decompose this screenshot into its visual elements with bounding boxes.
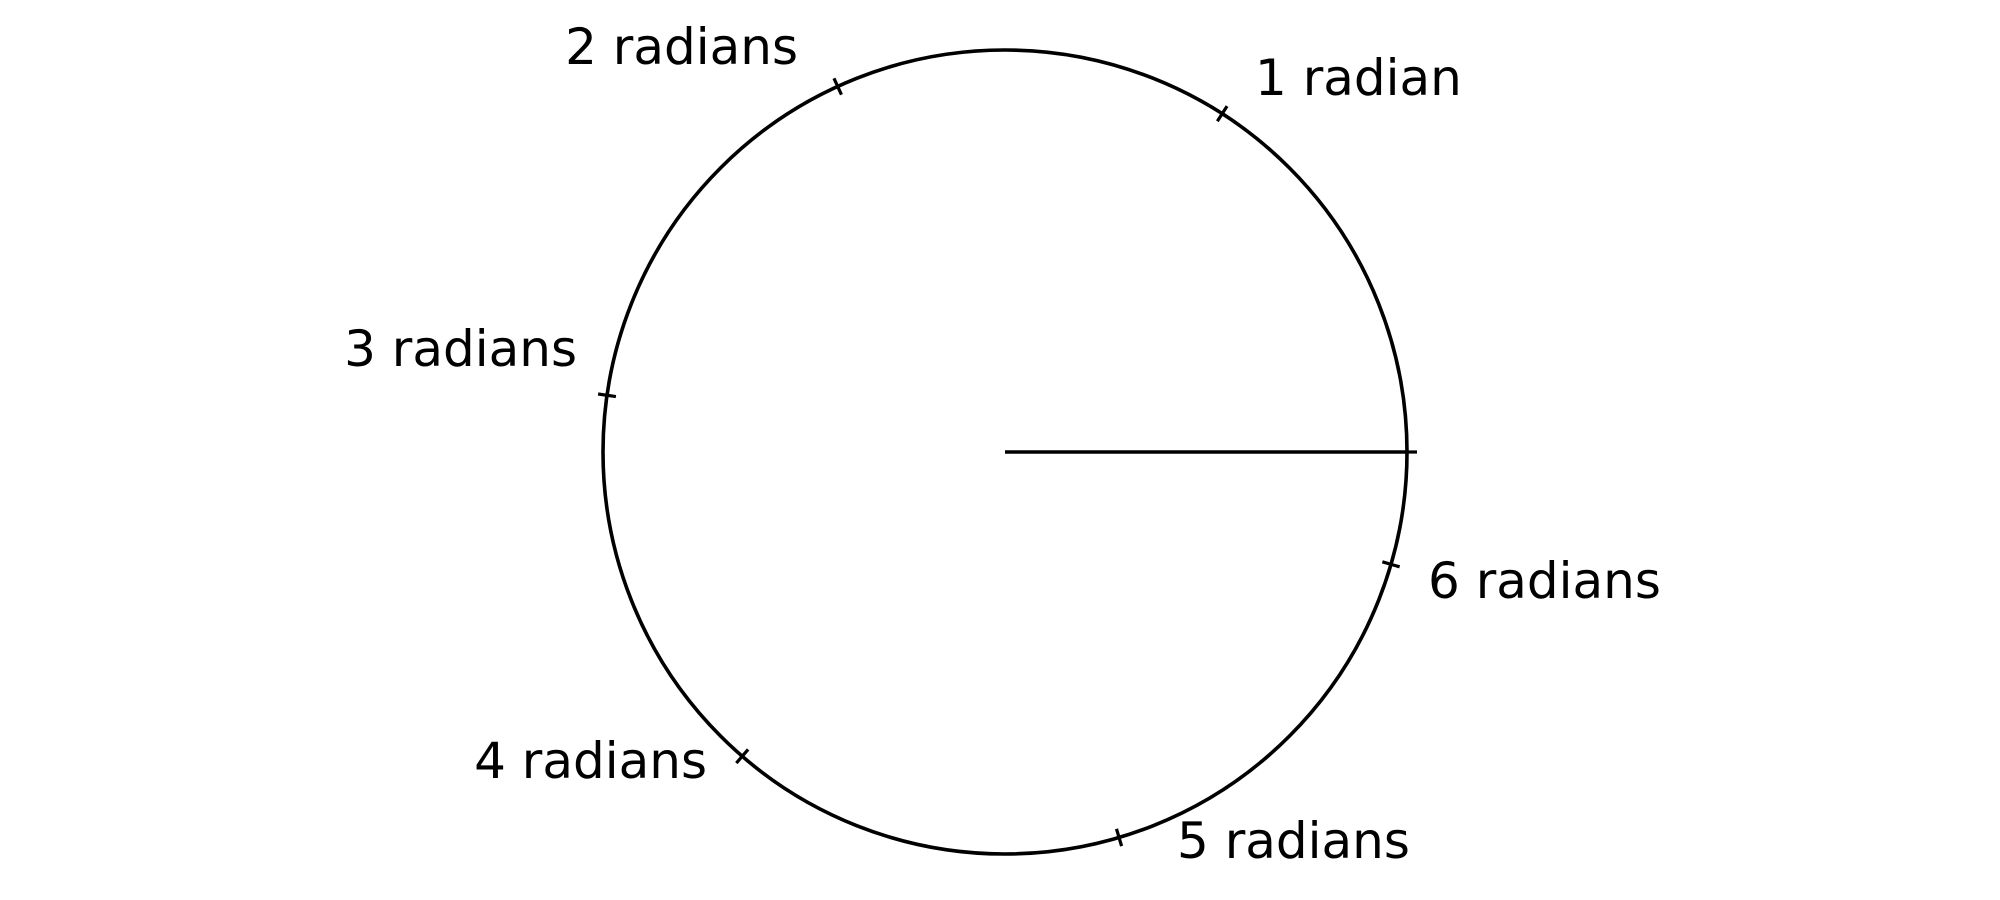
radian-label-3: 3 radians xyxy=(344,320,577,378)
radian-label-5: 5 radians xyxy=(1177,812,1410,870)
radian-label-6: 6 radians xyxy=(1428,552,1661,610)
tick-mark-5 xyxy=(1114,828,1124,847)
tick-mark-3 xyxy=(597,392,617,399)
radian-label-2: 2 radians xyxy=(565,18,798,76)
radian-label-1: 1 radian xyxy=(1255,49,1462,107)
tick-mark-1 xyxy=(1215,105,1229,123)
radian-marks: 1 radian 2 radians 3 radians 4 radians 5 rad… xyxy=(344,18,1661,870)
radian-label-4: 4 radians xyxy=(474,732,707,790)
tick-mark-4 xyxy=(735,748,750,765)
tick-mark-6 xyxy=(1381,560,1401,569)
tick-mark-2 xyxy=(832,77,843,96)
